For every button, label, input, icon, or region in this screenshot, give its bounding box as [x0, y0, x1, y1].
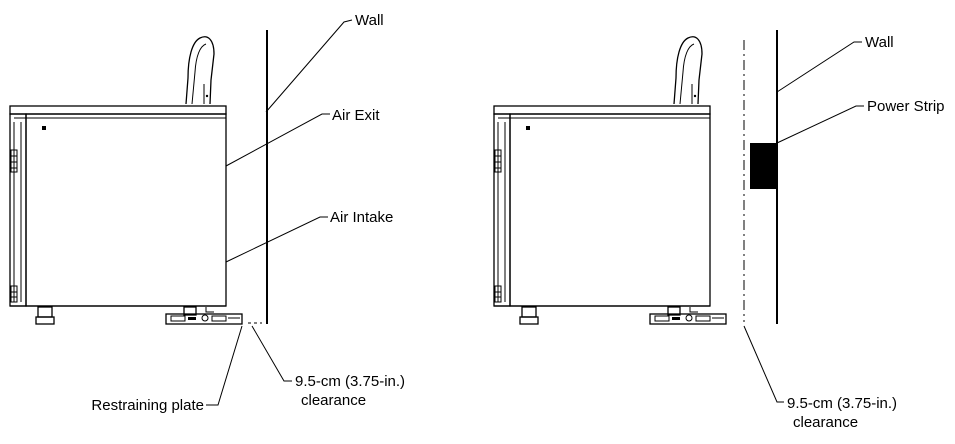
right-cabinet — [493, 105, 711, 325]
power-strip-label: Power Strip — [867, 98, 945, 115]
right-wall-label: Wall — [865, 34, 894, 51]
left-wall-label: Wall — [355, 12, 384, 29]
left-handle — [185, 36, 215, 105]
restraining-plate-label: Restraining plate — [91, 397, 204, 414]
left-clearance-label-line1: 9.5-cm (3.75-in.) — [295, 373, 405, 390]
power-strip — [750, 143, 777, 189]
air-exit-label: Air Exit — [332, 107, 380, 124]
left-figure: Wall Air Exit Air Intake Restraining pla… — [9, 12, 405, 414]
right-clearance-label-line2: clearance — [793, 414, 858, 431]
right-figure: Wall Power Strip 9.5-cm (3.75-in.) clear… — [493, 30, 945, 431]
left-clearance-label-line2: clearance — [301, 392, 366, 409]
right-restraining-plate — [649, 313, 727, 325]
air-intake-label: Air Intake — [330, 209, 393, 226]
left-restraining-plate — [165, 313, 243, 325]
right-clearance-label-line1: 9.5-cm (3.75-in.) — [787, 395, 897, 412]
left-cabinet — [9, 105, 227, 325]
right-handle — [673, 36, 703, 105]
